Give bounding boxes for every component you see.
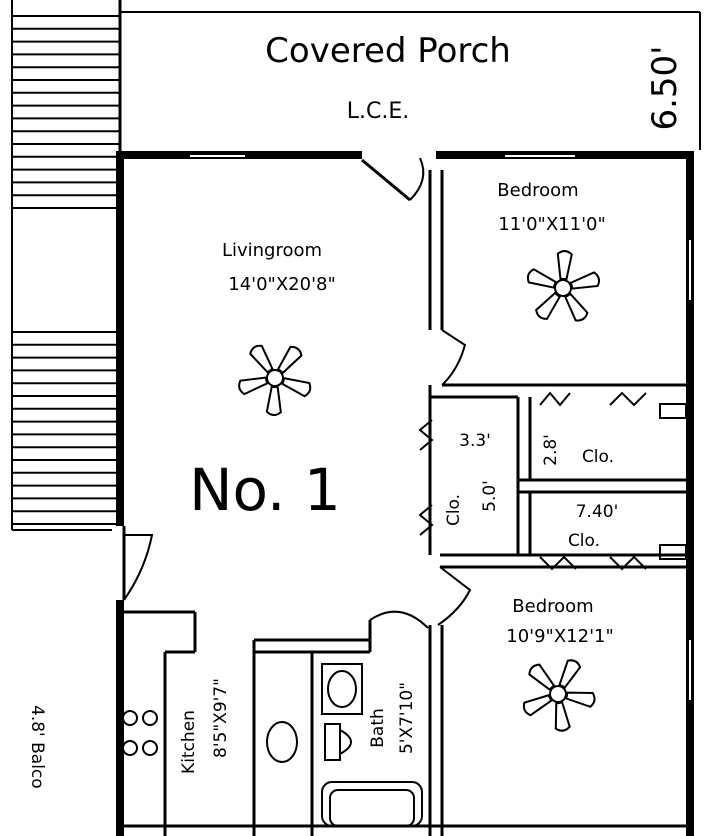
bedroom1-name: Bedroom	[497, 180, 578, 201]
stair-strip	[11, 0, 122, 836]
livingroom-name: Livingroom	[222, 240, 322, 261]
sink-icon	[321, 663, 363, 715]
hall-closet-width: 3.3'	[459, 431, 491, 451]
bedroom2-label: Bedroom 10'9"X12'1"	[506, 596, 614, 647]
ceiling-fan-icon	[526, 250, 601, 322]
bedroom2-name: Bedroom	[512, 596, 593, 617]
toilet-icon	[324, 723, 352, 761]
livingroom-size: 14'0"X20'8"	[228, 274, 336, 295]
stair-treads-upper	[12, 15, 120, 209]
exterior-walls	[116, 151, 694, 836]
kitchen-name: Kitchen	[179, 710, 199, 774]
bath-size: 5'X7'10"	[397, 682, 417, 754]
kitchen-size: 8'5"X9'7"	[211, 678, 231, 758]
door-swing-icon	[361, 157, 425, 202]
lower-closet-name: Clo.	[568, 531, 600, 551]
hall-closet-name: Clo.	[444, 494, 464, 526]
balcony-label: 4.8' Balco	[27, 705, 47, 789]
ceiling-fan-icon	[522, 659, 596, 732]
bedroom2-size: 10'9"X12'1"	[506, 626, 614, 647]
livingroom-label: Livingroom 14'0"X20'8"	[222, 240, 336, 295]
porch-title: Covered Porch	[265, 31, 511, 71]
hall-closet-depth: 5.0'	[480, 480, 500, 512]
stove-burner-icon	[122, 710, 158, 756]
sink-icon	[266, 721, 298, 763]
bedroom1-size: 11'0"X11'0"	[498, 214, 606, 235]
upper-closet-name: Clo.	[582, 447, 614, 467]
bathtub-icon	[321, 781, 423, 827]
lower-closet-width: 7.40'	[576, 502, 619, 522]
bedroom1-label: Bedroom 11'0"X11'0"	[497, 180, 605, 235]
porch-depth-dimension: 6.50'	[645, 45, 685, 130]
door-swing-icon	[112, 526, 154, 601]
porch-subtitle: L.C.E.	[347, 99, 410, 124]
bath-name: Bath	[368, 708, 388, 748]
ceiling-fan-icon	[238, 344, 312, 416]
interior-walls	[124, 170, 687, 836]
stair-treads-lower	[12, 331, 120, 525]
upper-closet-depth: 2.8'	[541, 434, 561, 466]
covered-porch: Covered Porch L.C.E. 6.50'	[120, 11, 701, 150]
unit-number: No. 1	[189, 456, 341, 524]
